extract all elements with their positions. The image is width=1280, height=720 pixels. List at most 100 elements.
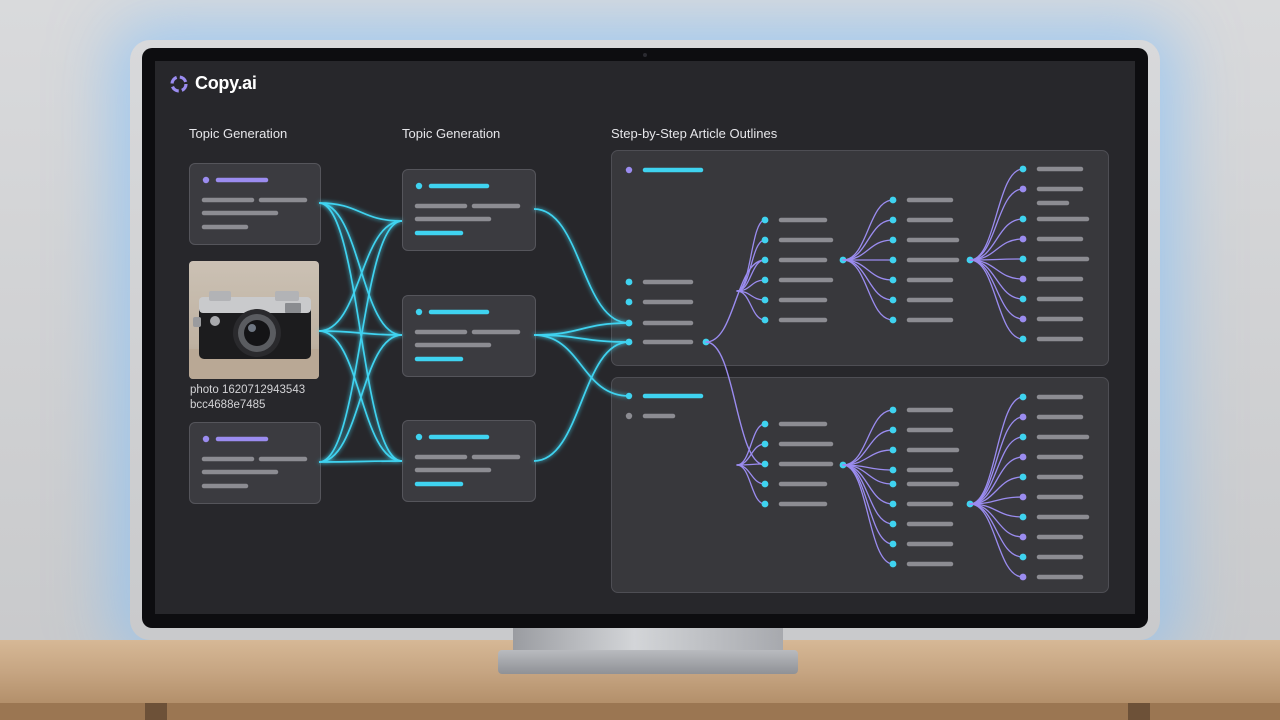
connector-line xyxy=(842,199,894,261)
connector-line xyxy=(969,259,1024,340)
monitor-stand-foot xyxy=(498,650,798,674)
node-dot xyxy=(1019,165,1027,173)
node-dot xyxy=(415,182,423,190)
node-dot xyxy=(415,308,423,316)
connector-line xyxy=(842,219,894,261)
node-dot xyxy=(889,196,897,204)
node-dot xyxy=(889,216,897,224)
node-dot xyxy=(761,420,769,428)
connector-line xyxy=(318,202,403,462)
node-dot xyxy=(889,446,897,454)
node-dot xyxy=(1019,533,1027,541)
photo-caption-line-1: photo 1620712943543 xyxy=(190,384,306,396)
connector-line xyxy=(842,259,894,301)
connector-group xyxy=(318,202,630,463)
node-dot xyxy=(1019,315,1027,323)
connector-line xyxy=(842,429,894,466)
topic-card[interactable] xyxy=(189,422,321,504)
node-dot xyxy=(1019,453,1027,461)
node-dot xyxy=(761,236,769,244)
connector-line xyxy=(842,409,894,466)
topic-card[interactable] xyxy=(189,163,321,245)
node-dot xyxy=(1019,235,1027,243)
connector-line xyxy=(533,322,630,336)
column-title-topic-generation-2: Topic Generation xyxy=(402,126,501,141)
node-dot xyxy=(761,296,769,304)
connector-line xyxy=(533,208,630,324)
node-dot xyxy=(415,433,423,441)
node-dot xyxy=(625,166,633,174)
node-dot xyxy=(625,338,633,346)
node-dot xyxy=(761,276,769,284)
node-dot xyxy=(1019,413,1027,421)
column-title-topic-generation-1: Topic Generation xyxy=(189,126,288,141)
node-dot xyxy=(761,216,769,224)
connector-line xyxy=(533,341,630,462)
node-dot xyxy=(889,520,897,528)
connector-line xyxy=(842,239,894,261)
desk-leg xyxy=(145,703,167,720)
node-dot xyxy=(889,406,897,414)
node-dot xyxy=(889,560,897,568)
node-dot xyxy=(1019,215,1027,223)
connector-line xyxy=(969,503,1024,538)
node-dot xyxy=(1019,275,1027,283)
connector-line xyxy=(705,259,766,343)
connector-line xyxy=(969,188,1024,261)
connector-line xyxy=(736,443,766,466)
node-dot xyxy=(1019,493,1027,501)
monitor-stand-neck xyxy=(513,626,783,654)
brand[interactable]: Copy.ai xyxy=(169,73,257,94)
node-dot xyxy=(625,392,633,400)
node-dot xyxy=(889,256,897,264)
node-dot xyxy=(1019,573,1027,581)
node-dot xyxy=(1019,393,1027,401)
node-dot xyxy=(889,296,897,304)
node-dot xyxy=(761,500,769,508)
node-dot xyxy=(1019,553,1027,561)
app-screen: Copy.ai Topic Generation Topic Generatio… xyxy=(155,61,1135,614)
connector-line xyxy=(969,396,1024,505)
connector-line xyxy=(318,202,403,222)
connector-line xyxy=(318,220,403,463)
connector-line xyxy=(842,464,894,545)
connector-line xyxy=(318,220,403,332)
desk-edge xyxy=(0,703,1280,720)
connector-line xyxy=(969,168,1024,261)
connector-line xyxy=(705,341,766,466)
node-dot xyxy=(889,466,897,474)
node-dot xyxy=(625,412,633,420)
connector-line xyxy=(318,334,403,463)
node-dot xyxy=(625,298,633,306)
node-dot xyxy=(889,236,897,244)
node-dot xyxy=(761,480,769,488)
photo-caption: photo 1620712943543 bcc4688e7485 xyxy=(190,383,305,413)
brand-name: Copy.ai xyxy=(195,73,257,93)
connector-line xyxy=(969,436,1024,505)
camera-icon xyxy=(643,53,647,57)
connector-line xyxy=(318,330,403,336)
topic-card[interactable] xyxy=(402,295,536,377)
connection-graph xyxy=(201,165,1090,581)
camera-photo-thumbnail[interactable] xyxy=(189,261,319,379)
node-dot xyxy=(1019,295,1027,303)
photo-caption-line-2: bcc4688e7485 xyxy=(190,399,266,411)
node-dot xyxy=(889,480,897,488)
connector-line xyxy=(842,464,894,505)
node-dot xyxy=(761,460,769,468)
topic-card[interactable] xyxy=(402,169,536,251)
connector-line xyxy=(533,334,630,397)
connector-line xyxy=(969,503,1024,558)
connector-line xyxy=(736,464,766,485)
copyai-logo-icon xyxy=(170,74,188,93)
node-dot xyxy=(202,435,210,443)
node-dot xyxy=(761,440,769,448)
node-dot xyxy=(761,316,769,324)
node-dot xyxy=(889,316,897,324)
node-dot xyxy=(1019,185,1027,193)
node-dot xyxy=(1019,335,1027,343)
node-dot xyxy=(761,256,769,264)
connector-line xyxy=(969,503,1024,578)
node-dot xyxy=(889,276,897,284)
connector-line xyxy=(842,259,894,281)
